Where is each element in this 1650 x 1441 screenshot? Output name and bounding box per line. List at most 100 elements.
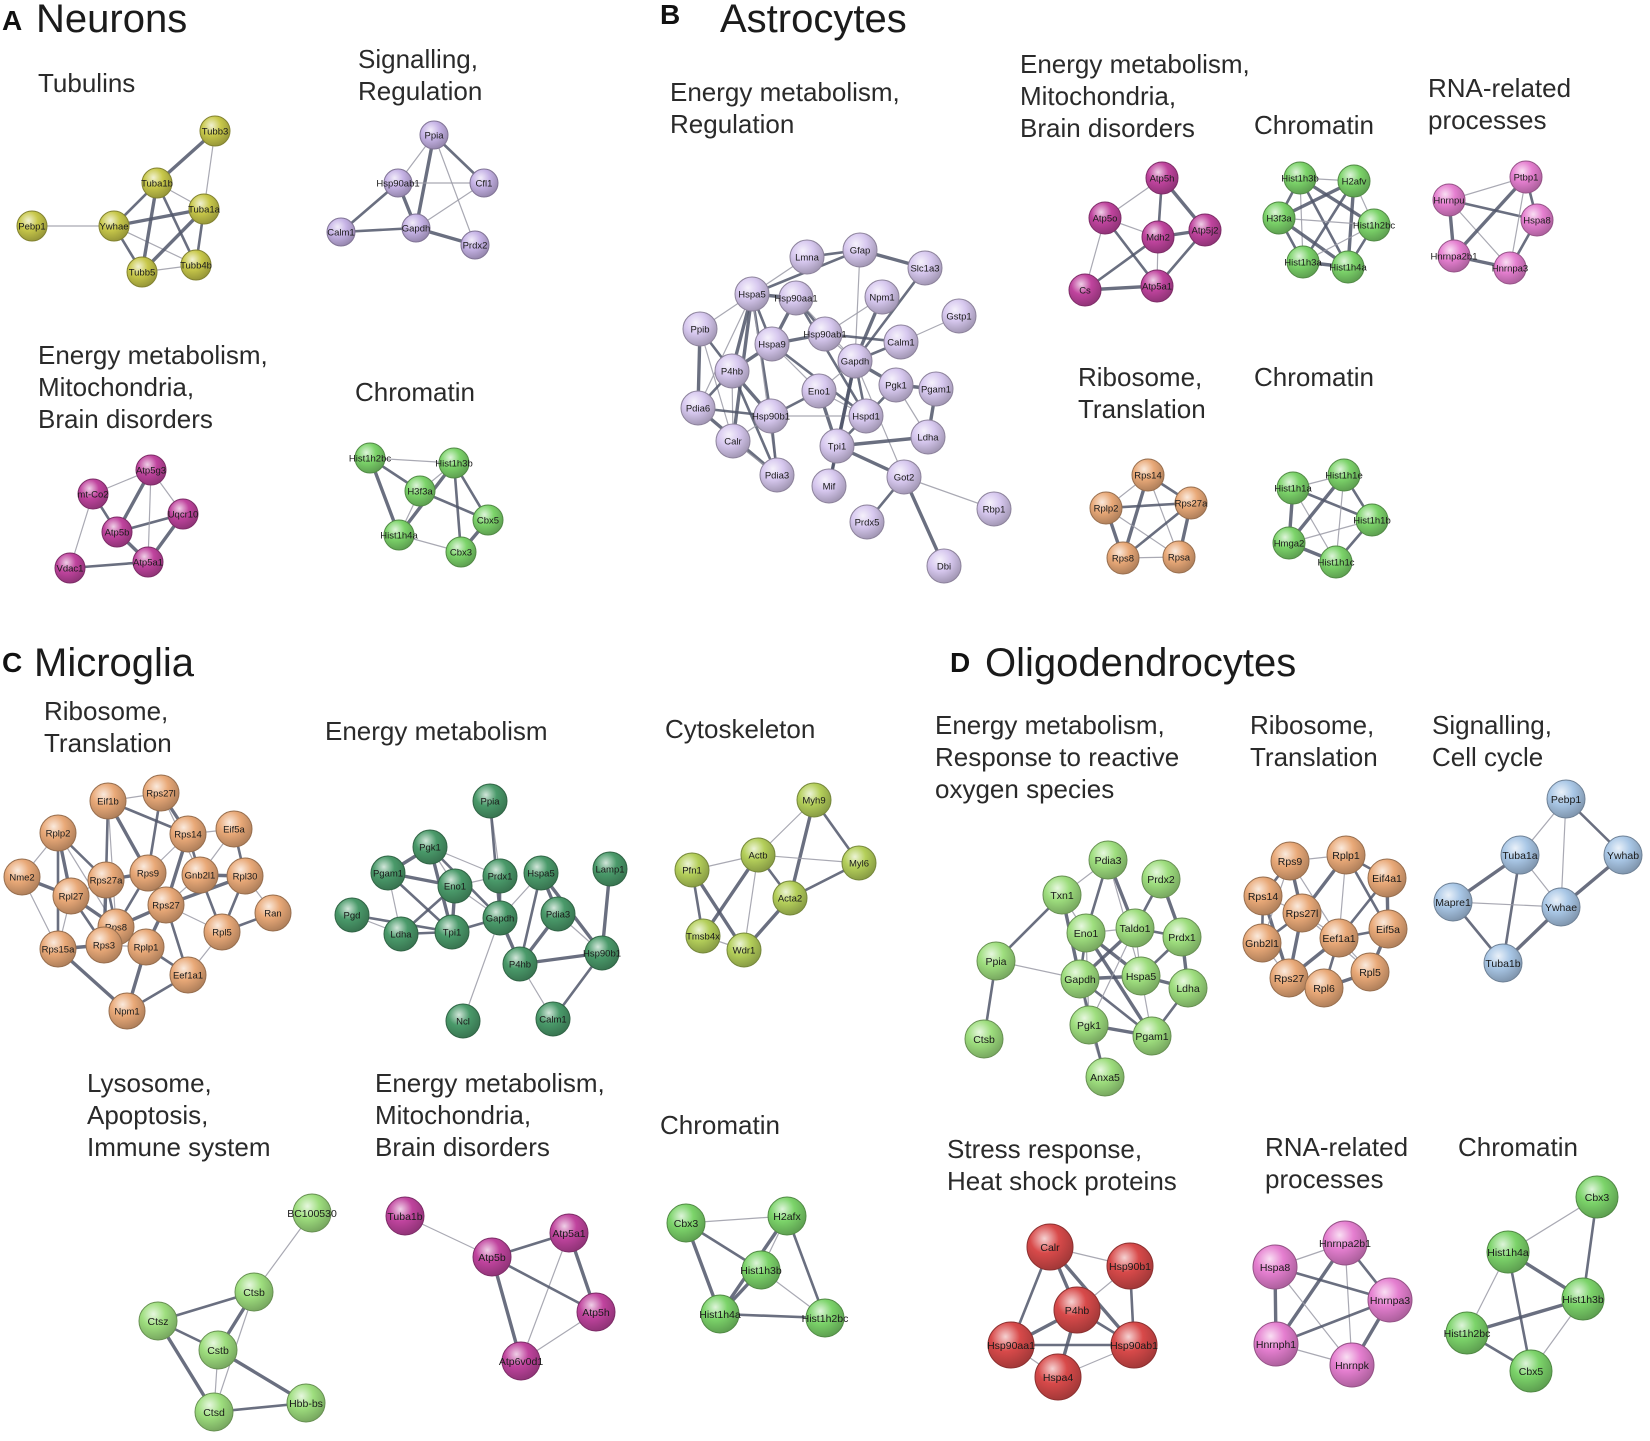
node-label: Atp5g3	[136, 466, 166, 477]
network-cluster-d5: RNA-relatedprocessesHnrnpa2b1Hspa8Hnrnpa…	[1252, 1132, 1413, 1388]
cluster-label: Brain disorders	[38, 404, 213, 434]
node-sphere	[1110, 1321, 1158, 1369]
node-sphere	[842, 232, 878, 268]
node-label: H2afx	[773, 1211, 801, 1223]
node-label: Ppia	[480, 797, 500, 808]
node-label: Ldha	[390, 930, 412, 941]
node-label: Hnrnpk	[1335, 1360, 1370, 1372]
protein-node: Ppia	[472, 783, 508, 819]
node-label: Hnrnpa3	[1370, 1295, 1410, 1307]
panel-header-a: A Neurons	[2, 0, 187, 41]
protein-node: Anxa5	[1085, 1057, 1125, 1097]
protein-node: Hnrnph1	[1253, 1321, 1299, 1367]
node-label: Hspa8	[1523, 216, 1550, 227]
protein-node: Tmsb4x	[685, 918, 721, 954]
node-label: H3f3a	[407, 487, 433, 498]
node-sphere	[1276, 471, 1310, 505]
protein-node: Rps14	[169, 815, 207, 853]
node-label: Pebp1	[18, 222, 45, 233]
node-label: Hspa5	[527, 869, 554, 880]
node-sphere	[726, 932, 762, 968]
protein-node: Rplp2	[1089, 491, 1123, 525]
node-label: Cbx3	[450, 548, 472, 559]
node-sphere	[714, 353, 750, 389]
node-sphere	[789, 239, 825, 275]
protein-node: Ran	[254, 894, 292, 932]
node-sphere	[141, 167, 173, 199]
node-label: Cbx5	[477, 516, 499, 527]
node-sphere	[576, 1292, 616, 1332]
node-sphere	[886, 459, 922, 495]
cluster-label: Ribosome,	[1250, 710, 1374, 740]
node-label: Ldha	[917, 433, 939, 444]
protein-node: Eno1	[801, 373, 837, 409]
network-edge	[433, 134, 476, 246]
protein-node: Prdx2	[460, 230, 490, 260]
node-sphere	[126, 256, 158, 288]
network-cluster-d1: Energy metabolism,Response to reactiveox…	[935, 710, 1208, 1097]
protein-node: Rps27a	[1174, 486, 1208, 520]
protein-node: Cbx3	[1575, 1175, 1619, 1219]
protein-node: Actb	[740, 837, 776, 873]
node-sphere	[1329, 1342, 1375, 1388]
protein-node: P4hb	[714, 353, 750, 389]
protein-node: Hsp90ab1	[803, 316, 847, 352]
node-sphere	[286, 1383, 326, 1423]
protein-node: Ptbp1	[1509, 160, 1543, 194]
node-sphere	[1174, 486, 1208, 520]
protein-node: Atp5g3	[135, 454, 167, 486]
network-cluster-a3: Energy metabolism,Mitochondria,Brain dis…	[38, 340, 268, 584]
protein-node: Hnrnpu	[1432, 183, 1466, 217]
node-sphere	[1486, 1230, 1530, 1274]
node-sphere	[226, 857, 264, 895]
node-label: Hsp90ab1	[803, 330, 846, 341]
node-label: Eif4a1	[1372, 873, 1402, 885]
network-edge	[730, 369, 779, 477]
node-sphere	[1319, 545, 1353, 579]
protein-node: Rplp2	[39, 814, 77, 852]
network-edge	[794, 296, 868, 418]
protein-node: Eif5a	[215, 810, 253, 848]
protein-node: Rps8	[1106, 541, 1140, 575]
node-sphere	[700, 1294, 740, 1334]
network-cluster-c3: CytoskeletonMyh9Pfn1ActbMyl6Acta2Tmsb4xW…	[665, 714, 877, 968]
node-label: Atp5a1	[552, 1228, 585, 1240]
node-label: Cbx3	[674, 1218, 699, 1230]
node-label: Pebp1	[1551, 794, 1582, 806]
node-sphere	[16, 210, 48, 242]
cluster-label: Response to reactive	[935, 742, 1179, 772]
node-label: Actb	[748, 851, 767, 862]
node-sphere	[108, 992, 146, 1030]
node-sphere	[976, 491, 1012, 527]
cluster-label: Chromatin	[355, 377, 475, 407]
protein-node: Prdx1	[482, 858, 518, 894]
node-sphere	[147, 886, 185, 924]
protein-node: Gnb2l1	[181, 856, 219, 894]
network-cluster-b2: Energy metabolism,Mitochondria,Brain dis…	[1020, 49, 1250, 307]
node-sphere	[1367, 1277, 1413, 1323]
protein-node: Lamp1	[592, 851, 628, 887]
node-sphere	[549, 1213, 589, 1253]
protein-node: Eif1b	[89, 782, 127, 820]
cluster-label: oxygen species	[935, 774, 1114, 804]
node-label: Gnb2l1	[1245, 938, 1279, 950]
network-edge	[699, 328, 734, 442]
protein-node: Cs	[1068, 273, 1102, 307]
node-label: Rpl5	[1359, 967, 1381, 979]
node-label: Ctsd	[203, 1407, 225, 1419]
node-sphere	[1432, 183, 1466, 217]
cluster-label: Energy metabolism,	[375, 1068, 605, 1098]
protein-node: Hspa9	[754, 326, 790, 362]
node-sphere	[1132, 1016, 1172, 1056]
node-label: Hspa9	[758, 340, 785, 351]
node-label: Rps14	[174, 830, 201, 841]
cluster-label: Brain disorders	[375, 1132, 550, 1162]
node-label: Slc1a3	[910, 264, 939, 275]
protein-node: Hmga2	[1272, 526, 1306, 560]
node-sphere	[734, 276, 770, 312]
node-sphere	[1322, 1220, 1368, 1266]
protein-node: Rpl27	[52, 877, 90, 915]
protein-node: Hist1h4a	[1329, 250, 1367, 284]
node-label: Rplp1	[134, 943, 159, 954]
node-sphere	[482, 858, 518, 894]
